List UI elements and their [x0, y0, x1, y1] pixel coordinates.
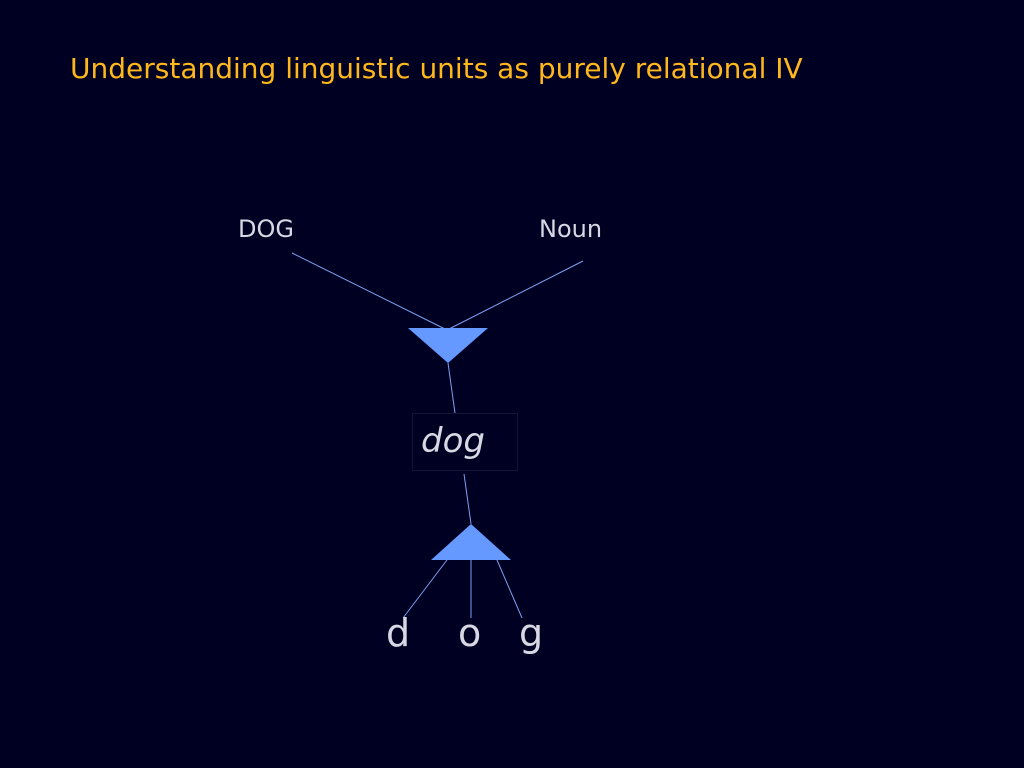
letter-d: d [386, 611, 411, 655]
link-letter-g [496, 559, 523, 619]
link-word-ordered-node [463, 473, 472, 525]
link-dog-concept [291, 252, 448, 331]
meaning-label-dog: DOG [238, 215, 294, 243]
letter-g: g [519, 611, 544, 655]
category-label-noun: Noun [539, 215, 603, 243]
link-noun-category [446, 260, 584, 331]
slide-title: Understanding linguistic units as purely… [70, 52, 803, 85]
link-letter-d [402, 559, 448, 619]
letter-o: o [458, 611, 482, 655]
link-and-node-word [447, 362, 456, 414]
word-box [412, 413, 518, 471]
and-node-down [408, 328, 488, 363]
word-dog: dog [421, 421, 485, 461]
ordered-node-up [431, 524, 511, 560]
